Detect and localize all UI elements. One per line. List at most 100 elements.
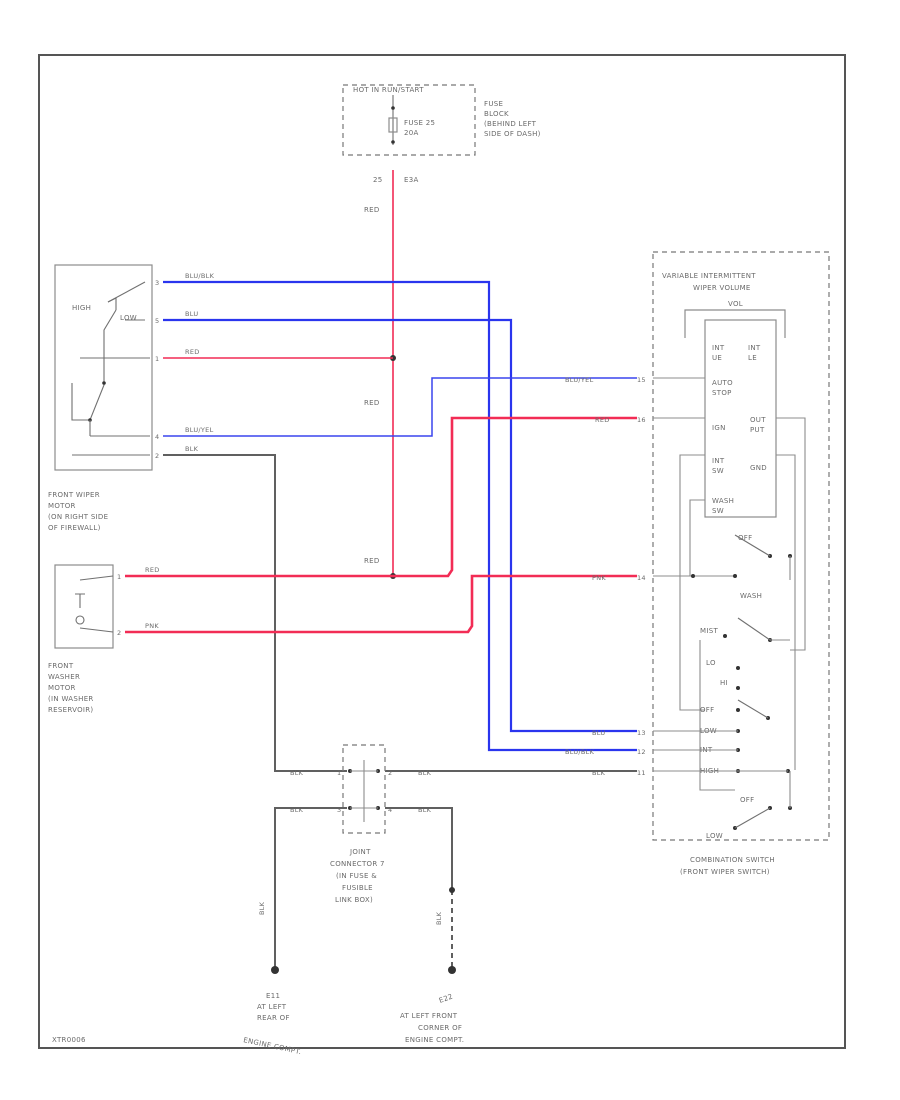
- jc-blk-label-1: BLK: [290, 769, 304, 777]
- wiper-motor-low-label: LOW: [120, 314, 137, 322]
- bottom-low-label: LOW: [706, 832, 723, 840]
- wiper-motor-outline: [54, 264, 153, 471]
- wiper-motor-caption-1: FRONT WIPER: [48, 491, 100, 499]
- int-link-int-sw: [679, 454, 705, 711]
- footer-code: XTR0006: [52, 1036, 86, 1044]
- washer-lead-1: [79, 575, 114, 581]
- feed-circuit-label: 25: [373, 176, 383, 184]
- ground-e22-id: E22: [438, 992, 454, 1004]
- wiper-brush-low: [103, 309, 117, 358]
- switch-pin-15: 15: [637, 376, 646, 384]
- bottom-off-label: OFF: [740, 796, 754, 804]
- sw-pnk-label: PNK: [592, 574, 606, 582]
- module-int-ue: INT: [712, 344, 725, 352]
- wiper-motor-caption-3: (ON RIGHT SIDE: [48, 513, 108, 521]
- washer-motor-caption-3: MOTOR: [48, 684, 76, 692]
- fuse-block-outline: [342, 84, 476, 156]
- jc-blk-label-2: BLK: [418, 769, 432, 777]
- wash-label: WASH: [740, 592, 762, 600]
- blk-motor-wire: [163, 454, 347, 772]
- joint-caption-2: CONNECTOR 7: [330, 860, 385, 868]
- blu-label: BLU: [185, 310, 198, 318]
- wash-switch-blade: [734, 534, 771, 557]
- module-gnd: GND: [750, 464, 767, 472]
- mode-link-bus: [699, 640, 735, 791]
- front-wiper-motor: HIGH LOW FRONT WIPER MOTOR (ON RIGHT SID…: [48, 264, 153, 532]
- wash-contact-a: [733, 574, 737, 578]
- red-feed-label-2: RED: [364, 399, 380, 407]
- module-int-sw: INT: [712, 457, 725, 465]
- int-link-gnd: [776, 454, 796, 770]
- washer-motor-symbol: [75, 593, 85, 608]
- fuse-block: HOT IN RUN/START FUSE 25 20A FUSE BLOCK …: [342, 84, 541, 156]
- red-washer-label: RED: [145, 566, 160, 574]
- sw-blk-label: BLK: [592, 769, 606, 777]
- wiper-pin-4: 4: [155, 433, 159, 441]
- ground-e22-caption-1: AT LEFT FRONT: [400, 1012, 458, 1020]
- mode-contact-mist: [723, 634, 727, 638]
- fuse-block-title: HOT IN RUN/START: [353, 86, 424, 94]
- mode-contact-lo: [736, 666, 740, 670]
- washer-motor-outline: [54, 564, 114, 649]
- blu-blk-wire: [163, 280, 637, 752]
- g-blk-label-1: BLK: [258, 901, 266, 915]
- fuse-25-top-terminal: [391, 106, 395, 110]
- jc-blk-label-4: BLK: [418, 806, 432, 814]
- switch-pin-13: 13: [637, 729, 646, 737]
- fuse-25-label: FUSE 25: [404, 119, 435, 127]
- red-junction-label: RED: [364, 557, 380, 565]
- wiper-high-lead: [107, 281, 146, 303]
- front-washer-motor: FRONT WASHER MOTOR (IN WASHER RESERVOIR): [48, 564, 114, 714]
- module-auto-stop: AUTO: [712, 379, 733, 387]
- int-link-output: [776, 417, 806, 651]
- ground-e11-caption-3: ENGINE COMPT.: [243, 1036, 303, 1056]
- fuse-block-location-4: SIDE OF DASH): [484, 130, 541, 138]
- washer-lead-2: [79, 627, 114, 633]
- module-int-le: INT: [748, 344, 761, 352]
- combination-switch-caption-2: (FRONT WIPER SWITCH): [680, 868, 770, 876]
- washer-pin-2: 2: [117, 629, 121, 637]
- fuse-block-location-3: (BEHIND LEFT: [484, 120, 537, 128]
- mode-lo-label: LO: [706, 659, 716, 667]
- wiper-pin-1: 1: [155, 355, 159, 363]
- fuse-block-location-2: BLOCK: [484, 110, 509, 118]
- fuse-25-rating: 20A: [404, 129, 419, 137]
- module-int-le-2: LE: [748, 354, 757, 362]
- ground-e11-icon: [271, 966, 279, 974]
- joint-pin-1-label: 1: [337, 769, 341, 777]
- switch-pin-11: 11: [637, 769, 646, 777]
- wiper-motor-caption-2: MOTOR: [48, 502, 76, 510]
- joint-connector-7: 1 2 3 4 JOINT CONNECTOR 7 (IN FUSE & FUS…: [330, 744, 392, 904]
- mode-off-label: OFF: [700, 706, 714, 714]
- module-wash-sw: WASH: [712, 497, 734, 505]
- wiper-motor-high-label: HIGH: [72, 304, 91, 312]
- wiper-pin-3: 3: [155, 279, 159, 287]
- bottom-switch-blade: [734, 807, 771, 829]
- fuse-25-bottom-terminal: [391, 140, 395, 144]
- joint-caption-1: JOINT: [349, 848, 371, 856]
- ground-wire-e11: [274, 807, 347, 970]
- wiper-pin-5: 5: [155, 317, 159, 325]
- jc-blk-label-3: BLK: [290, 806, 304, 814]
- ground-e11-caption-2: REAR OF: [257, 1014, 290, 1022]
- joint-caption-5: LINK BOX): [335, 896, 373, 904]
- blu-yel-label: BLU/YEL: [185, 426, 214, 434]
- switch-pin-16: 16: [637, 416, 646, 424]
- volume-control: [684, 309, 786, 338]
- module-ign: IGN: [712, 424, 726, 432]
- wash-junction: [691, 574, 695, 578]
- red-motor-label: RED: [185, 348, 200, 356]
- fuse-block-location-1: FUSE: [484, 100, 503, 108]
- red-washer-wire: [125, 416, 637, 578]
- sw-blu-blk-label: BLU/BLK: [565, 748, 595, 756]
- mode-switch-blade-1: [737, 617, 771, 641]
- combination-switch: VARIABLE INTERMITTENT WIPER VOLUME VOL I…: [652, 251, 830, 876]
- sw-blu-yel-label: BLU/YEL: [565, 376, 594, 384]
- blu-blk-label: BLU/BLK: [185, 272, 215, 280]
- ground-e22: E22 AT LEFT FRONT CORNER OF ENGINE COMPT…: [400, 966, 464, 1044]
- intermittent-title-2: WIPER VOLUME: [693, 284, 751, 292]
- washer-pump-icon: [75, 615, 85, 625]
- blu-wire: [163, 318, 637, 733]
- fuse-25-symbol: [388, 117, 398, 133]
